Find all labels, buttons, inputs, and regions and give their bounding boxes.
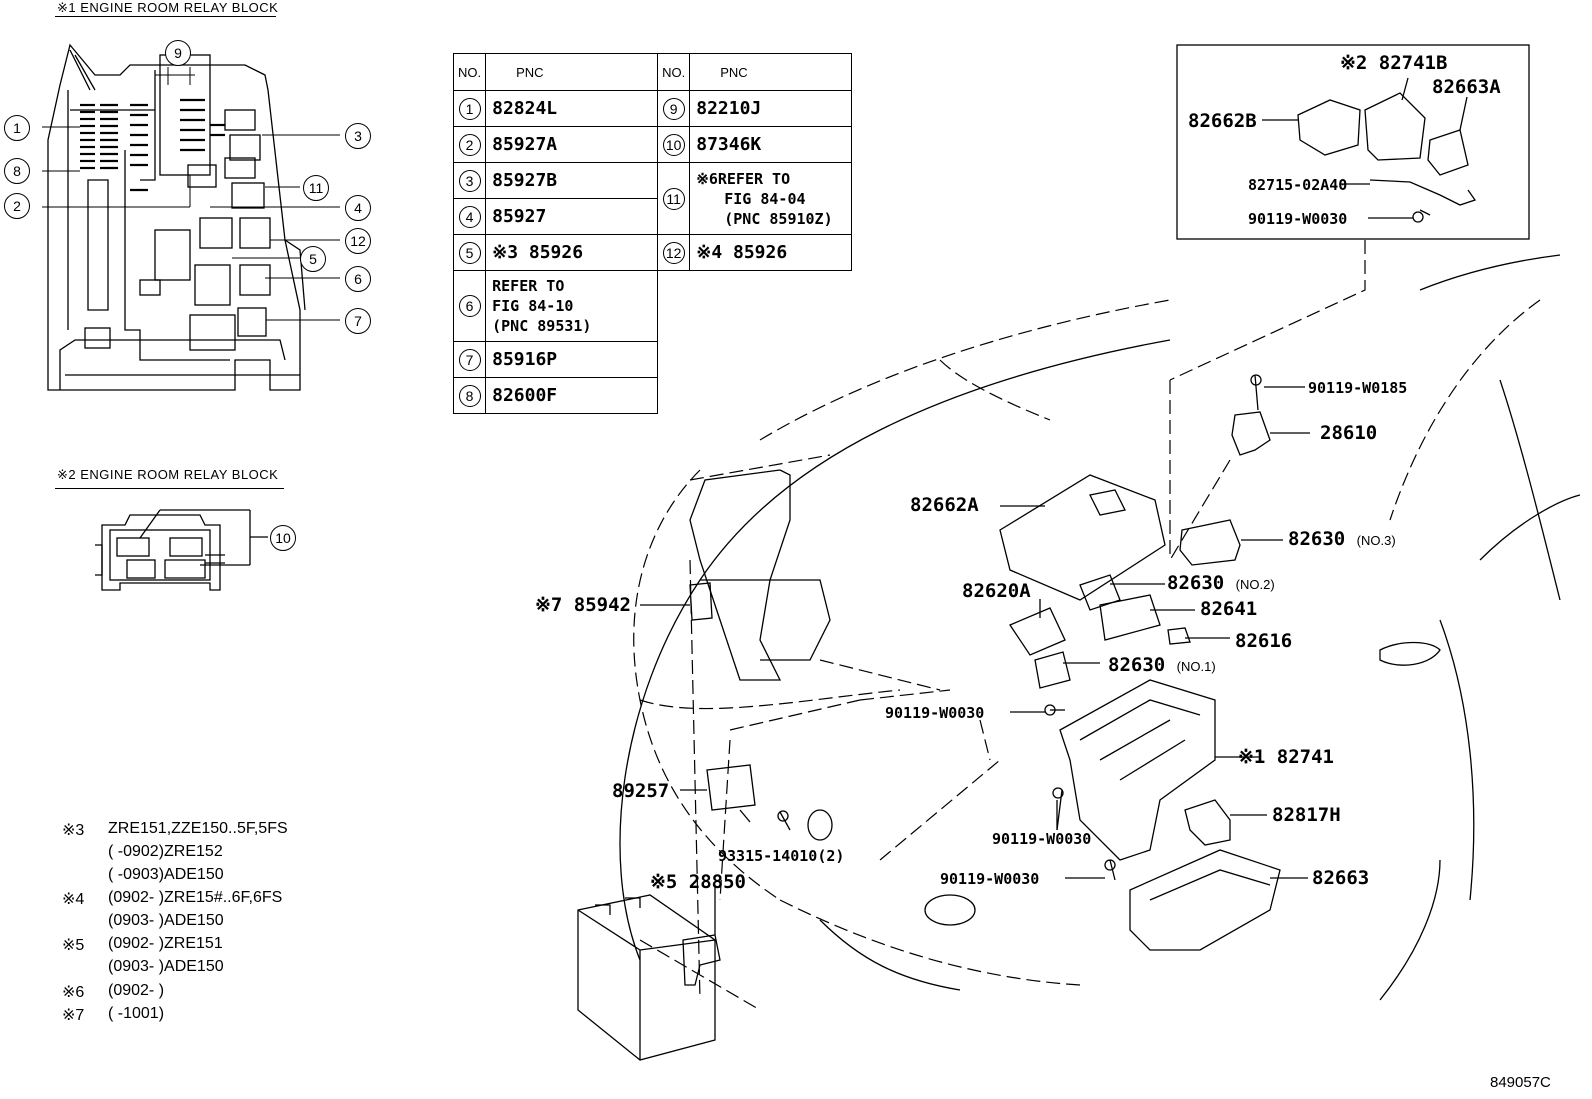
table-row-10-no: 10 [657,126,691,163]
note-mark-6: ※6 [62,984,85,1001]
note-mark-7: ※7 [62,1007,85,1024]
part-label-82662b: 82662B [1188,110,1257,132]
part-label-28850: ※5 28850 [650,871,746,893]
part-label-90119-w0030-inset: 90119-W0030 [1248,210,1348,228]
table-row-6-line-1: REFER TO [492,277,565,295]
table-row-8-pnc: 82600F [485,377,659,414]
part-label-28610: 28610 [1320,422,1378,444]
note-mark-5: ※5 [62,937,85,954]
part-label-82630-no2: 82630 (NO.2) [1167,572,1275,594]
part-label-90119-w0030-mid: 90119-W0030 [885,704,985,722]
callout-11: 11 [303,175,329,201]
table-header-pnc-2: PNC [689,53,853,91]
table-row-11-no: 11 [657,162,691,235]
table-row-2-no: 2 [452,126,487,163]
relay-block-2-drawing [95,509,268,591]
callout-1: 1 [4,115,30,141]
table-row-3-no: 3 [452,162,487,199]
table-header-pnc-1: PNC [485,53,659,91]
callout-3: 3 [345,123,371,149]
note-mark-4: ※4 [62,891,85,908]
relay-block-2-title: ※2 ENGINE ROOM RELAY BLOCK [57,467,279,482]
callout-4: 4 [345,195,371,221]
note-text-4b: (0903- )ADE150 [108,912,224,929]
table-row-9-pnc: 82210J [689,90,853,127]
callout-12: 12 [345,228,371,254]
table-row-6-pnc: REFER TO FIG 84-10 (PNC 89531) [485,270,659,342]
table-row-6-no: 6 [452,270,487,342]
part-label-93315-14010: 93315-14010(2) [718,847,845,865]
table-row-11-line-1: ※6REFER TO [696,169,791,188]
table-row-6-line-2: FIG 84-10 [492,297,574,315]
part-label-82715-02a40: 82715-02A40 [1248,176,1348,194]
relay-block-1-title: ※1 ENGINE ROOM RELAY BLOCK [57,0,279,15]
table-row-11-line-2: FIG 84-04 [724,189,806,208]
part-label-85942: ※7 85942 [535,594,631,616]
part-label-90119-w0030-low: 90119-W0030 [992,830,1092,848]
callout-5: 5 [300,246,326,272]
table-row-8-no: 8 [452,377,487,414]
part-label-82663: 82663 [1312,867,1370,889]
table-row-7-pnc: 85916P [485,341,659,378]
note-text-3a: ZRE151,ZZE150..5F,5FS [108,820,288,837]
part-label-82620a: 82620A [962,580,1031,602]
part-82630-no1-suffix: (NO.1) [1176,659,1216,674]
part-label-82663a: 82663A [1432,76,1501,98]
table-row-6-line-3: (PNC 89531) [492,317,592,335]
table-row-12-pnc: ※4 85926 [689,234,853,271]
relay-block-2-title-underline [55,488,284,489]
callout-10: 10 [270,525,296,551]
note-text-3c: ( -0903)ADE150 [108,866,224,883]
part-label-82616: 82616 [1235,630,1293,652]
table-header-no-1: NO. [452,53,487,91]
table-header-no-2: NO. [657,53,691,91]
callout-2: 2 [4,193,30,219]
part-82630-no2-suffix: (NO.2) [1235,577,1275,592]
part-label-82817h: 82817H [1272,804,1341,826]
part-82630-no1-number: 82630 [1108,654,1166,676]
part-label-82741b: ※2 82741B [1340,52,1448,74]
table-row-1-no: 1 [452,90,487,127]
part-82630-no3-number: 82630 [1288,528,1346,550]
note-text-3b: ( -0902)ZRE152 [108,843,223,860]
part-label-82630-no1: 82630 (NO.1) [1108,654,1216,676]
table-row-4-no: 4 [452,198,487,235]
part-label-90119-w0185: 90119-W0185 [1308,379,1408,397]
part-label-82662a: 82662A [910,494,979,516]
part-label-82630-no3: 82630 (NO.3) [1288,528,1396,550]
part-label-82641: 82641 [1200,598,1258,620]
part-label-89257: 89257 [612,780,670,802]
relay-block-1-drawing [42,43,340,391]
note-text-5b: (0903- )ADE150 [108,958,224,975]
callout-6: 6 [345,266,371,292]
part-label-82741: ※1 82741 [1238,746,1334,768]
part-82630-no3-suffix: (NO.3) [1356,533,1396,548]
callout-9: 9 [165,40,191,66]
table-row-12-no: 12 [657,234,691,271]
note-text-4a: (0902- )ZRE15#..6F,6FS [108,889,283,906]
figure-code: 849057C [1490,1074,1551,1091]
table-row-11-line-3: (PNC 85910Z) [724,209,833,228]
note-mark-3: ※3 [62,822,85,839]
callout-7: 7 [345,308,371,334]
pnc-table: NO. PNC NO. PNC 1 82824L 9 82210J 2 8592… [452,53,853,414]
callout-8: 8 [4,158,30,184]
part-82630-no2-number: 82630 [1167,572,1225,594]
table-row-1-pnc: 82824L [485,90,659,127]
part-label-90119-w0030-bottom: 90119-W0030 [940,870,1040,888]
note-text-7: ( -1001) [108,1005,165,1022]
relay-block-1-title-underline [55,16,276,17]
table-row-5-no: 5 [452,234,487,271]
note-text-5a: (0902- )ZRE151 [108,935,223,952]
note-text-6: (0902- ) [108,982,165,999]
